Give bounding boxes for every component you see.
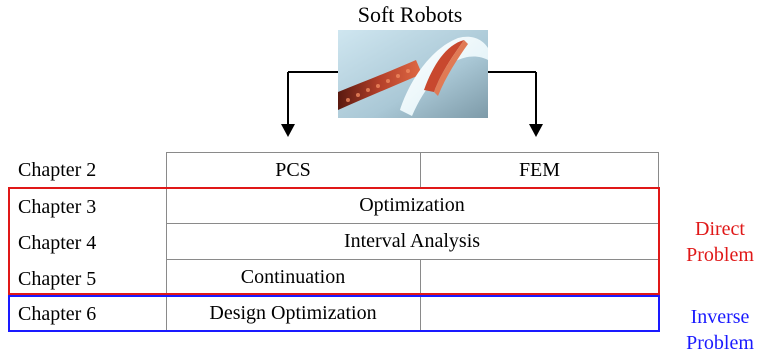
inverse-problem-label: Inverse Problem: [672, 304, 768, 356]
grid-left: [166, 152, 167, 330]
optimization-cell: Optimization: [359, 194, 465, 216]
inverse-label-line2: Problem: [686, 332, 754, 354]
pcs-cell: PCS: [275, 158, 311, 181]
direct-problem-frame: [8, 187, 660, 295]
design-optimization-cell: Design Optimization: [209, 301, 377, 324]
grid-line-3: [166, 259, 659, 260]
chapter-3-label: Chapter 3: [18, 195, 97, 218]
chapter-5-label: Chapter 5: [18, 267, 97, 290]
interval-analysis-cell: Interval Analysis: [343, 230, 481, 252]
soft-robot-tentacle-image: [338, 30, 488, 118]
fem-cell: FEM: [518, 158, 561, 181]
grid-line-2: [166, 223, 659, 224]
grid-top: [166, 152, 659, 153]
diagram-title: Soft Robots: [357, 2, 463, 27]
direct-label-line1: Direct: [695, 218, 745, 240]
inverse-label-line1: Inverse: [690, 306, 750, 328]
direct-problem-label: Direct Problem: [672, 216, 768, 268]
soft-robot-image: [338, 30, 488, 118]
inverse-problem-frame: [8, 295, 660, 332]
chapter-6-label: Chapter 6: [18, 302, 97, 325]
direct-label-line2: Problem: [686, 244, 754, 266]
grid-mid-top: [420, 152, 421, 187]
chapter-4-label: Chapter 4: [18, 231, 97, 254]
chapter-2-label: Chapter 2: [18, 158, 97, 181]
continuation-cell: Continuation: [240, 266, 346, 288]
